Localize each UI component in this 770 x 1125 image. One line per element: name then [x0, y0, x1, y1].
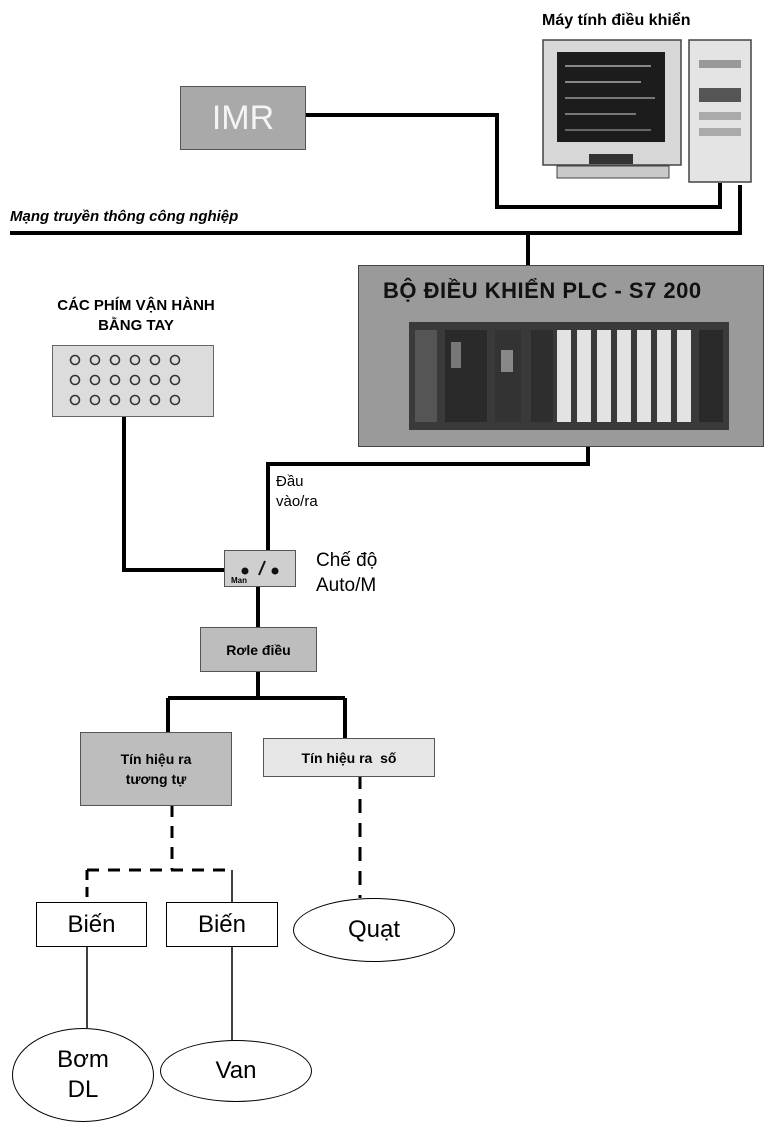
valve-ellipse: Van	[160, 1040, 312, 1102]
mode-switch-tag: Man	[231, 576, 247, 585]
manual-keys-label-line2: BẰNG TAY	[98, 317, 174, 334]
pump-circle: Bơm DL	[12, 1028, 154, 1122]
pump-label-line1: Bơm	[57, 1046, 109, 1073]
manual-keys-line	[122, 415, 245, 572]
plc-box: BỘ ĐIỀU KHIỂN PLC - S7 200	[358, 265, 764, 447]
fan-label: Quạt	[347, 916, 401, 943]
imr-computer-line	[305, 113, 722, 209]
plc-rack	[409, 322, 729, 430]
analog-out-line2: tương tự	[125, 771, 187, 787]
imr-box: IMR	[180, 86, 306, 150]
mode-switch-label: Chế độ Auto/M	[316, 548, 377, 598]
inverter1-label: Biến	[67, 910, 116, 938]
manual-keys-label: CÁC PHÍM VẬN HÀNH BẰNG TAY	[30, 296, 242, 336]
mode-switch-label-line2: Auto/M	[316, 575, 377, 596]
imr-label: IMR	[211, 98, 275, 137]
analog-out-line1: Tín hiệu ra	[120, 751, 192, 767]
analog-out-box: Tín hiệu ra tương tự	[80, 732, 232, 806]
relay-label: Rơle điều	[226, 641, 291, 658]
inverter2-label: Biến	[197, 910, 247, 938]
computer-icon	[541, 38, 756, 188]
digital-out-label: Tín hiệu ra số	[301, 749, 397, 766]
manual-keys-panel	[52, 345, 214, 417]
inverter2-box: Biến	[166, 902, 278, 947]
io-label-line1: Đầu	[276, 473, 304, 490]
relay-box: Rơle điều	[200, 627, 317, 672]
inverter1-box: Biến	[36, 902, 147, 947]
io-label-line2: vào/ra	[276, 493, 318, 510]
network-label: Mạng truyền thông công nghiệp	[10, 208, 239, 225]
io-label: Đầu vào/ra	[276, 472, 318, 512]
manual-keys-label-line1: CÁC PHÍM VẬN HÀNH	[57, 297, 215, 314]
digital-out-box: Tín hiệu ra số	[263, 738, 435, 777]
plc-io-line	[266, 445, 590, 575]
mode-switch-label-line1: Chế độ	[316, 550, 378, 571]
computer-label: Máy tính điều khiển	[542, 12, 691, 29]
fan-ellipse: Quạt	[293, 898, 455, 962]
valve-label: Van	[215, 1057, 257, 1084]
mode-switch: Man	[224, 550, 296, 587]
pump-label-line2: DL	[67, 1076, 99, 1103]
plc-label: BỘ ĐIỀU KHIỂN PLC - S7 200	[383, 278, 702, 303]
